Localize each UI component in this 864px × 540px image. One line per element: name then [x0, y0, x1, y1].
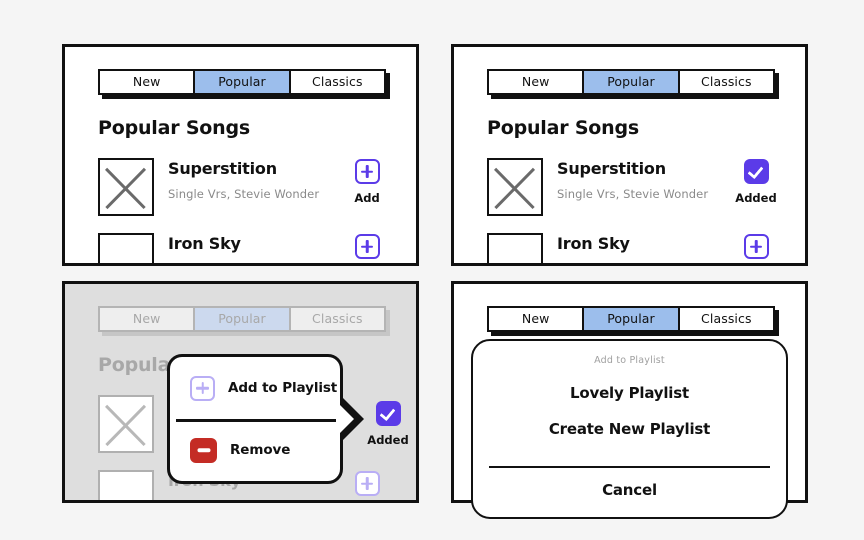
song-title: Superstition: [168, 159, 277, 178]
plus-icon[interactable]: [354, 234, 380, 259]
tab-new[interactable]: New: [100, 71, 196, 93]
song-subtitle: Single Vrs, Stevie Wonder: [168, 187, 320, 202]
sheet-cancel-button[interactable]: Cancel: [602, 481, 657, 499]
song-subtitle: Single Vrs, Stevie Wonder: [557, 187, 709, 202]
menu-item-add-to-playlist[interactable]: Add to Playlist: [170, 357, 340, 419]
plus-icon[interactable]: [743, 234, 769, 259]
album-art-placeholder-icon: [487, 158, 543, 216]
menu-item-label: Remove: [230, 442, 291, 458]
tab-classics[interactable]: Classics: [679, 71, 773, 93]
song-info: Superstition Single Vrs, Stevie Wonder: [557, 158, 729, 201]
plus-icon: [354, 471, 380, 496]
song-title: Iron Sky: [557, 234, 630, 253]
menu-item-remove[interactable]: Remove: [170, 419, 340, 481]
context-menu-popover: Add to Playlist Remove: [167, 354, 364, 484]
tab-new[interactable]: New: [489, 308, 585, 330]
song-action[interactable]: [729, 233, 783, 259]
song-action[interactable]: [340, 233, 394, 259]
song-info: Iron Sky: [557, 233, 729, 253]
album-art-placeholder-icon: [98, 470, 154, 500]
tab-popular[interactable]: Popular: [195, 308, 291, 330]
album-art-placeholder-icon: [487, 233, 543, 263]
album-art-placeholder-icon: [98, 233, 154, 263]
panel-default-state: New Popular Classics Popular Songs Super…: [62, 44, 419, 266]
tab-classics[interactable]: Classics: [290, 308, 384, 330]
tab-new[interactable]: New: [100, 308, 196, 330]
tab-popular[interactable]: Popular: [584, 308, 680, 330]
album-art-placeholder-icon: [98, 395, 154, 453]
song-row[interactable]: Superstition Single Vrs, Stevie Wonder A…: [487, 158, 783, 216]
tab-popular[interactable]: Popular: [195, 71, 291, 93]
tab-bar[interactable]: New Popular Classics: [487, 69, 775, 95]
song-action[interactable]: Add: [340, 158, 394, 205]
popover-tail: [336, 395, 364, 443]
section-title: Popular Songs: [98, 117, 250, 139]
panel-context-menu-state: New Popular Classics Popular Songs Super…: [62, 281, 419, 503]
menu-divider: [176, 419, 342, 422]
song-info: Iron Sky: [168, 233, 340, 253]
plus-icon[interactable]: [354, 159, 380, 184]
tab-bar[interactable]: New Popular Classics: [98, 306, 386, 332]
tab-classics[interactable]: Classics: [290, 71, 384, 93]
action-label: Added: [735, 191, 777, 205]
sheet-option-lovely[interactable]: Lovely Playlist: [570, 384, 689, 402]
song-row[interactable]: Iron Sky: [98, 233, 394, 263]
sheet-divider: [489, 466, 770, 468]
minus-icon: [190, 437, 217, 463]
panel-added-state: New Popular Classics Popular Songs Super…: [451, 44, 808, 266]
song-row[interactable]: Superstition Single Vrs, Stevie Wonder A…: [98, 158, 394, 216]
song-action-added[interactable]: Added: [361, 401, 415, 447]
tab-bar[interactable]: New Popular Classics: [98, 69, 386, 95]
tab-bar[interactable]: New Popular Classics: [487, 306, 775, 332]
song-row[interactable]: Iron Sky: [487, 233, 783, 263]
song-action: [340, 470, 394, 496]
tab-popular[interactable]: Popular: [584, 71, 680, 93]
song-info: Superstition Single Vrs, Stevie Wonder: [168, 158, 340, 201]
menu-item-label: Add to Playlist: [228, 380, 338, 396]
section-title: Popular Songs: [487, 117, 639, 139]
action-label: Added: [367, 433, 409, 447]
sheet-option-create-new[interactable]: Create New Playlist: [548, 420, 711, 438]
tab-classics[interactable]: Classics: [679, 308, 773, 330]
action-label: Add: [354, 191, 380, 205]
check-icon[interactable]: [375, 401, 401, 426]
tab-new[interactable]: New: [489, 71, 585, 93]
song-action[interactable]: Added: [729, 158, 783, 205]
song-title: Iron Sky: [168, 234, 241, 253]
sheet-header: Add to Playlist: [594, 355, 665, 366]
check-icon[interactable]: [743, 159, 769, 184]
album-art-placeholder-icon: [98, 158, 154, 216]
song-title: Superstition: [557, 159, 666, 178]
plus-icon: [190, 375, 215, 401]
add-to-playlist-sheet: Add to Playlist Lovely Playlist Create N…: [471, 339, 788, 519]
